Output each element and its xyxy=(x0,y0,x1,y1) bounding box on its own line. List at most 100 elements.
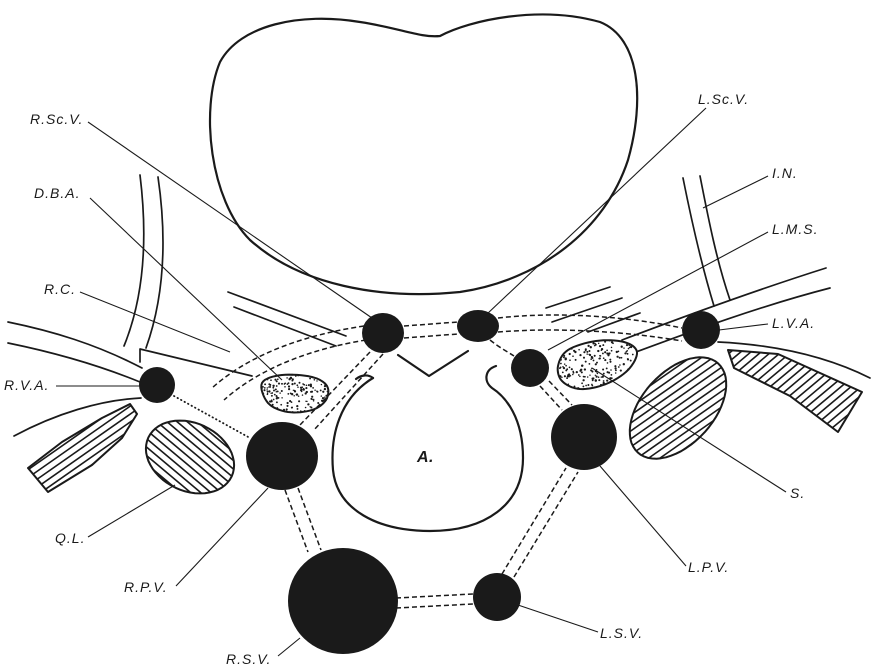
stipple-dot xyxy=(291,383,293,385)
stipple-dot xyxy=(287,402,289,404)
l-v-a-label: L.V.A. xyxy=(772,315,815,331)
left-vertical-line-outer xyxy=(124,175,144,346)
stipple-dot xyxy=(579,354,581,356)
stipple-dot xyxy=(270,379,272,381)
stipple-dot xyxy=(313,400,315,402)
stipple-dot xyxy=(580,370,582,372)
stipple-dot xyxy=(571,348,573,350)
stipple-dot xyxy=(621,357,623,359)
r-s-v-label: R.S.V. xyxy=(226,651,271,667)
stipple-dot xyxy=(312,387,314,389)
stipple-dot xyxy=(286,377,288,379)
stipple-dot xyxy=(307,403,309,405)
r-s-v-node xyxy=(288,548,398,654)
stipple-dot xyxy=(268,383,270,385)
stipple-dot xyxy=(601,349,603,351)
stipple-dot xyxy=(300,387,302,389)
l-m-s-leader-line xyxy=(548,232,768,350)
q-l-leader-line xyxy=(88,485,175,537)
stipple-dot xyxy=(582,385,584,387)
stipple-dot xyxy=(585,361,587,363)
stipple-dot xyxy=(300,410,302,412)
right-stippled-structure-outline xyxy=(558,340,637,389)
stipple-dot xyxy=(609,361,611,363)
stipple-dot xyxy=(609,340,611,342)
right-arc-inner xyxy=(498,330,682,341)
stipple-dot xyxy=(604,351,606,353)
stipple-dot xyxy=(598,358,600,360)
r-p-v-to-r-s-v-2 xyxy=(298,488,321,550)
stipple-dot xyxy=(611,350,613,352)
stipple-dot xyxy=(289,400,291,402)
stipple-dot xyxy=(302,383,304,385)
stipple-dot xyxy=(598,376,600,378)
l-sc-v-to-medial-node xyxy=(490,340,514,356)
stipple-dot xyxy=(297,386,299,388)
stipple-dot xyxy=(628,344,630,346)
stipple-dot xyxy=(598,379,600,381)
stipple-dot xyxy=(278,397,280,399)
stipple-dot xyxy=(584,368,586,370)
r-s-v-to-l-s-v-1 xyxy=(396,594,473,598)
l-s-v-leader-line xyxy=(518,605,598,632)
stipple-dot xyxy=(291,393,293,395)
stipple-dot xyxy=(316,380,317,381)
stipple-dot xyxy=(305,392,307,394)
stipple-dot xyxy=(288,388,290,390)
stipple-dot xyxy=(300,388,302,390)
stipple-dot xyxy=(573,372,575,374)
stipple-dot xyxy=(302,394,303,395)
stipple-dot xyxy=(266,389,268,391)
stipple-dot xyxy=(623,363,625,365)
i-n-label: I.N. xyxy=(772,165,798,181)
stipple-dot xyxy=(296,384,298,386)
stipple-dot xyxy=(291,374,293,376)
stipple-dot xyxy=(626,350,628,352)
stipple-dot xyxy=(630,346,632,348)
stipple-dot xyxy=(575,359,577,361)
stipple-dot xyxy=(592,379,594,381)
stipple-dot xyxy=(570,375,572,377)
right-hatched-ellipse xyxy=(630,357,726,458)
stipple-dot xyxy=(611,347,613,349)
stipple-dot xyxy=(281,383,283,385)
stipple-dot xyxy=(609,359,611,361)
stipple-dot xyxy=(297,411,299,413)
stipple-dot xyxy=(581,365,583,367)
stipple-dot xyxy=(309,378,311,380)
stipple-dot xyxy=(623,347,624,348)
r-sc-v-label: R.Sc.V. xyxy=(30,111,83,127)
stipple-dot xyxy=(560,363,562,365)
l-sc-v-label: L.Sc.V. xyxy=(698,91,749,107)
stipple-dot xyxy=(273,390,275,392)
stipple-dot xyxy=(619,357,621,359)
stipple-dot xyxy=(287,393,289,395)
stipple-dot xyxy=(310,398,312,400)
stipple-dot xyxy=(606,349,608,351)
stipple-dot xyxy=(581,382,583,384)
stipple-dot xyxy=(616,356,618,358)
r-p-v-node xyxy=(246,422,318,490)
stipple-dot xyxy=(324,396,326,398)
stipple-dot xyxy=(618,366,620,368)
stipple-dot xyxy=(615,369,617,371)
stipple-dot xyxy=(564,375,566,377)
stipple-dot xyxy=(602,344,604,346)
right-hatched-ellipse-outline xyxy=(630,357,726,458)
stipple-dot xyxy=(606,352,608,354)
right-stippled-structure xyxy=(558,340,637,390)
stipple-dot xyxy=(594,343,596,345)
stipple-dot xyxy=(618,351,620,353)
stipple-dot xyxy=(278,383,280,385)
stipple-dot xyxy=(611,341,613,343)
r-sc-v-leader-line xyxy=(88,122,372,318)
stipple-dot xyxy=(627,353,629,355)
r-sc-v-node xyxy=(362,313,404,353)
stipple-dot xyxy=(565,365,567,367)
l-s-v-to-l-p-v-1 xyxy=(502,468,566,574)
stipple-dot xyxy=(267,393,268,394)
stipple-dot xyxy=(317,402,319,404)
left-hatched-wedge xyxy=(28,404,137,492)
stipple-dot xyxy=(603,382,605,384)
stipple-dot xyxy=(314,389,315,390)
